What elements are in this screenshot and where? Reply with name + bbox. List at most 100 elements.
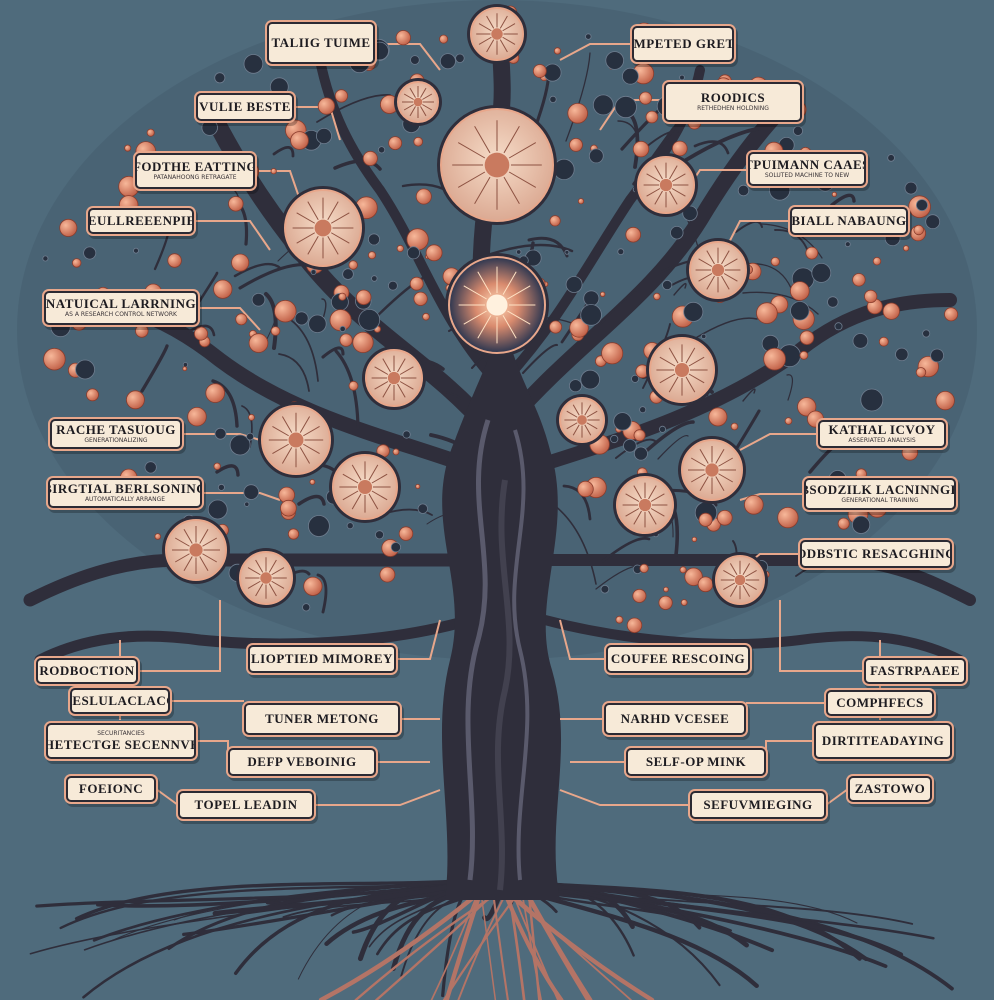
tuning-fork-icon	[712, 552, 768, 608]
berry	[569, 137, 583, 152]
berry	[135, 324, 149, 338]
berry	[763, 347, 786, 371]
berry	[625, 226, 641, 243]
label-zastowo: ZASTOWO	[848, 776, 932, 802]
medallion-core	[484, 152, 510, 178]
medallion-spoke	[690, 473, 706, 483]
medallion-core	[189, 543, 203, 557]
label-birgtial-berlsoning: BIRGTIAL BERLSONING AUTOMATICALLY ARRANG…	[48, 478, 202, 508]
medallion-spoke	[403, 93, 414, 100]
medallion-core	[674, 362, 690, 378]
label-subtext: SECURITANCIES	[97, 730, 145, 737]
medallion-core	[734, 574, 746, 586]
medallion-spoke	[371, 473, 388, 484]
berry	[422, 312, 430, 321]
berry	[182, 362, 188, 368]
twig	[786, 374, 794, 401]
medallion-spoke	[255, 559, 264, 573]
berry	[549, 320, 563, 334]
medallion-spoke	[698, 273, 713, 282]
berry	[784, 417, 793, 425]
berry	[662, 279, 673, 291]
medallion-spoke	[723, 582, 736, 591]
berry	[756, 302, 778, 324]
connector-line	[559, 43, 632, 61]
connector-line	[155, 788, 179, 806]
medallion-core	[413, 97, 423, 107]
berry	[207, 499, 228, 520]
medallion-spoke	[685, 376, 696, 393]
medallion-spoke	[507, 285, 531, 300]
twig	[186, 324, 216, 337]
berry	[402, 430, 411, 439]
berry	[270, 326, 281, 336]
medallion-spoke	[374, 366, 389, 375]
label-rache-tasuoug: RACHE TASUOUG GENERATIONALIZING	[50, 419, 182, 449]
medallion-spoke	[463, 310, 487, 325]
berry	[633, 446, 648, 461]
label-text: ODBSTIC RESACGHING	[800, 546, 952, 561]
berry	[902, 245, 910, 252]
twig	[693, 317, 758, 340]
label-text: SELF-OP MINK	[645, 754, 747, 769]
berry	[315, 127, 332, 144]
berry	[59, 218, 78, 237]
label-text: TPUIMANN CAAES	[748, 157, 866, 172]
label-kathal-icvoy: KATHAL ICVOY ASSERIATED ANALYSIS	[818, 420, 946, 448]
medallion-spoke	[486, 39, 495, 53]
medallion-spoke	[183, 528, 193, 544]
berry	[213, 279, 233, 299]
connector-line	[765, 740, 814, 762]
berry	[390, 542, 401, 553]
medallion-core	[314, 219, 332, 237]
medallion-spoke	[351, 493, 362, 510]
label-defp-veboring: DEFP VEBOINIG	[228, 748, 376, 776]
medallion-spoke	[669, 165, 678, 180]
berry	[631, 374, 640, 383]
berry	[684, 567, 703, 587]
medallion-spoke	[633, 485, 642, 500]
label-biall-naaaung: BIALL NABAUNG	[790, 207, 908, 235]
connector-line	[375, 43, 441, 71]
medallion-spoke	[397, 358, 406, 373]
medallion-spoke	[371, 490, 388, 501]
berry	[827, 296, 839, 308]
medallion-core	[260, 572, 272, 584]
medallion-spoke	[503, 176, 520, 205]
berry	[614, 95, 637, 119]
medallion-spoke	[399, 366, 414, 375]
label-text: DEFP VEBOINIG	[247, 754, 357, 769]
berry	[352, 331, 374, 353]
medallion-spoke	[586, 422, 598, 430]
berry	[623, 438, 637, 453]
machine-icon	[678, 436, 746, 504]
berry	[799, 330, 815, 346]
berry	[317, 97, 335, 115]
label-text: COMPHFECS	[836, 695, 924, 710]
medallion-spoke	[699, 476, 709, 492]
berry	[592, 94, 614, 116]
medallion-spoke	[457, 142, 486, 159]
twig	[140, 344, 169, 393]
berry	[334, 89, 348, 103]
berry	[743, 494, 764, 515]
medallion-spoke	[706, 250, 715, 265]
label-text: THETECTGE SECENNVES	[48, 737, 194, 752]
connector-line	[198, 307, 261, 331]
label-subtext: AUTOMATICALLY ARRANGE	[84, 496, 166, 503]
medallion-spoke	[715, 448, 725, 464]
medallion-spoke	[307, 235, 319, 255]
berry	[235, 313, 248, 326]
connector-line	[825, 788, 849, 806]
berry	[811, 262, 832, 283]
twig	[657, 434, 689, 460]
berry	[246, 432, 255, 441]
berry	[248, 413, 255, 421]
berry	[701, 333, 707, 340]
label-coufee-rescoing: COUFEE RESCOING	[606, 645, 750, 673]
medallion-core	[638, 498, 652, 512]
berry	[580, 304, 602, 326]
medallion-core	[659, 178, 673, 192]
berry	[214, 427, 227, 440]
berry	[770, 256, 780, 267]
